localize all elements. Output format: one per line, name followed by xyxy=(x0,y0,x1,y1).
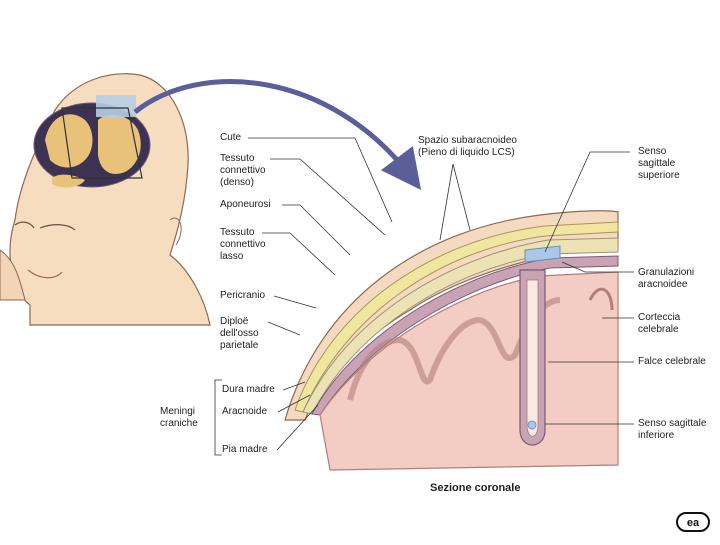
label-senso-sup-line1: Senso xyxy=(638,146,667,157)
label-senso-inf-line1: Senso sagittale xyxy=(638,418,707,429)
label-aponeurosi: Aponeurosi xyxy=(220,199,271,211)
label-spazio-subaracnoideo: Spazio subaracnoideo (Pieno di liquido L… xyxy=(418,135,517,159)
label-corteccia: Corteccia celebrale xyxy=(638,312,680,336)
leader-cute-2 xyxy=(354,137,393,223)
label-meningi-line1: Meningi xyxy=(160,406,196,417)
leader-tessuto-lasso-2 xyxy=(289,232,336,276)
leader-aracnoide xyxy=(277,394,311,413)
label-pia-madre: Pia madre xyxy=(222,444,268,456)
label-pericranio: Pericranio xyxy=(220,290,265,302)
section-caption: Sezione coronale xyxy=(430,482,521,494)
label-granulazioni-line1: Granulazioni xyxy=(638,267,695,278)
label-falce-celebrale: Falce celebrale xyxy=(638,356,706,368)
label-pia-madre-text: Pia madre xyxy=(222,444,268,455)
leader-dura xyxy=(282,381,306,391)
label-senso-sagittale-inferiore: Senso sagittale inferiore xyxy=(638,418,706,442)
label-tessuto-lasso-line2: connettivo xyxy=(220,239,266,250)
zoom-arrow xyxy=(133,79,422,190)
label-dura-madre: Dura madre xyxy=(222,384,275,396)
label-granulazioni: Granulazioni aracnoidee xyxy=(638,267,694,291)
label-senso-sup-line2: sagittale xyxy=(638,158,676,169)
label-meningi-line2: craniche xyxy=(160,418,198,429)
label-tessuto-lasso-line3: lasso xyxy=(220,251,244,262)
leader-senso-sup xyxy=(544,151,630,253)
leader-pericranio xyxy=(273,295,317,309)
label-spazio-line1: Spazio subaracnoideo xyxy=(418,135,517,146)
label-diploe-line2: dell'osso xyxy=(220,328,259,339)
leader-lines xyxy=(214,137,634,456)
label-aponeurosi-text: Aponeurosi xyxy=(220,199,271,210)
label-corteccia-line2: celebrale xyxy=(638,324,679,335)
coronal-section xyxy=(284,210,619,471)
label-falce-text: Falce celebrale xyxy=(638,356,706,367)
label-tessuto-denso-line1: Tessuto xyxy=(220,153,255,164)
label-cute: Cute xyxy=(220,132,241,144)
label-aracnoide: Aracnoide xyxy=(222,406,267,418)
leader-granulazioni xyxy=(561,261,634,273)
label-diploe-line3: parietale xyxy=(220,340,259,351)
label-senso-inf-line2: inferiore xyxy=(638,430,675,441)
label-tessuto-lasso: Tessuto connettivo lasso xyxy=(220,227,266,263)
label-corteccia-line1: Corteccia xyxy=(638,312,681,323)
label-diploe: Diploë dell'osso parietale xyxy=(220,316,259,352)
leader-spazio-2 xyxy=(452,163,471,231)
label-cute-text: Cute xyxy=(220,132,242,143)
label-tessuto-lasso-line1: Tessuto xyxy=(220,227,255,238)
head-illustration xyxy=(0,73,211,326)
label-granulazioni-line2: aracnoidee xyxy=(638,279,688,290)
leader-pia xyxy=(276,404,319,451)
leader-diploe xyxy=(267,321,301,336)
ea-logo-badge: ea xyxy=(676,512,710,532)
label-aracnoide-text: Aracnoide xyxy=(222,406,268,417)
ea-logo-text: ea xyxy=(687,517,700,529)
label-meningi: Meningi craniche xyxy=(160,406,198,430)
label-spazio-line2: (Pieno di liquido LCS) xyxy=(418,147,515,158)
leader-tessuto-denso-2 xyxy=(299,158,386,236)
label-tessuto-denso-line3: (denso) xyxy=(220,177,254,188)
label-dura-madre-text: Dura madre xyxy=(222,384,275,395)
leader-aponeurosi-2 xyxy=(299,204,351,256)
label-pericranio-text: Pericranio xyxy=(220,290,266,301)
label-tessuto-denso-line2: connettivo xyxy=(220,165,266,176)
label-senso-sagittale-superiore: Senso sagittale superiore xyxy=(638,146,680,182)
label-tessuto-denso: Tessuto connettivo (denso) xyxy=(220,153,266,189)
leader-spazio-1 xyxy=(439,163,454,241)
label-diploe-line1: Diploë xyxy=(220,316,249,327)
bracket-meningi xyxy=(214,379,222,456)
label-senso-sup-line3: superiore xyxy=(638,170,680,181)
